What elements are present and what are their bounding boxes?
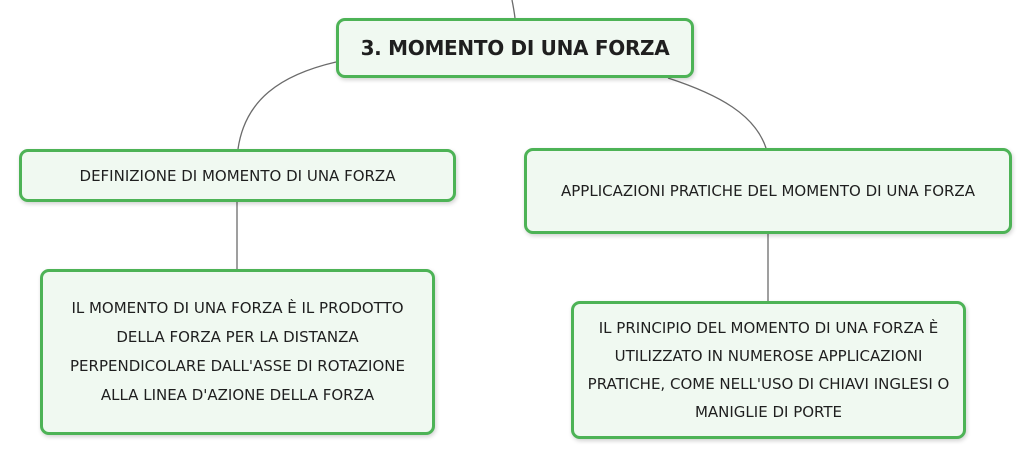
connector-root-to-definition [237,61,337,150]
root-topic-label: 3. MOMENTO DI UNA FORZA [360,36,670,60]
applications-detail-node[interactable]: IL PRINCIPIO DEL MOMENTO DI UNA FORZA È … [571,301,966,439]
definition-detail-node[interactable]: IL MOMENTO DI UNA FORZA È IL PRODOTTO DE… [40,269,435,435]
applications-topic-label: APPLICAZIONI PRATICHE DEL MOMENTO DI UNA… [561,181,975,200]
connector-parent-to-root [511,0,516,19]
definition-detail-text: IL MOMENTO DI UNA FORZA È IL PRODOTTO DE… [70,299,405,404]
applications-topic-node[interactable]: APPLICAZIONI PRATICHE DEL MOMENTO DI UNA… [524,148,1012,234]
definition-topic-label: DEFINIZIONE DI MOMENTO DI UNA FORZA [79,166,396,185]
applications-detail-text: IL PRINCIPIO DEL MOMENTO DI UNA FORZA È … [587,319,950,421]
connector-root-to-applications [667,77,767,149]
root-topic-node[interactable]: 3. MOMENTO DI UNA FORZA [336,18,694,78]
definition-topic-node[interactable]: DEFINIZIONE DI MOMENTO DI UNA FORZA [19,149,456,202]
